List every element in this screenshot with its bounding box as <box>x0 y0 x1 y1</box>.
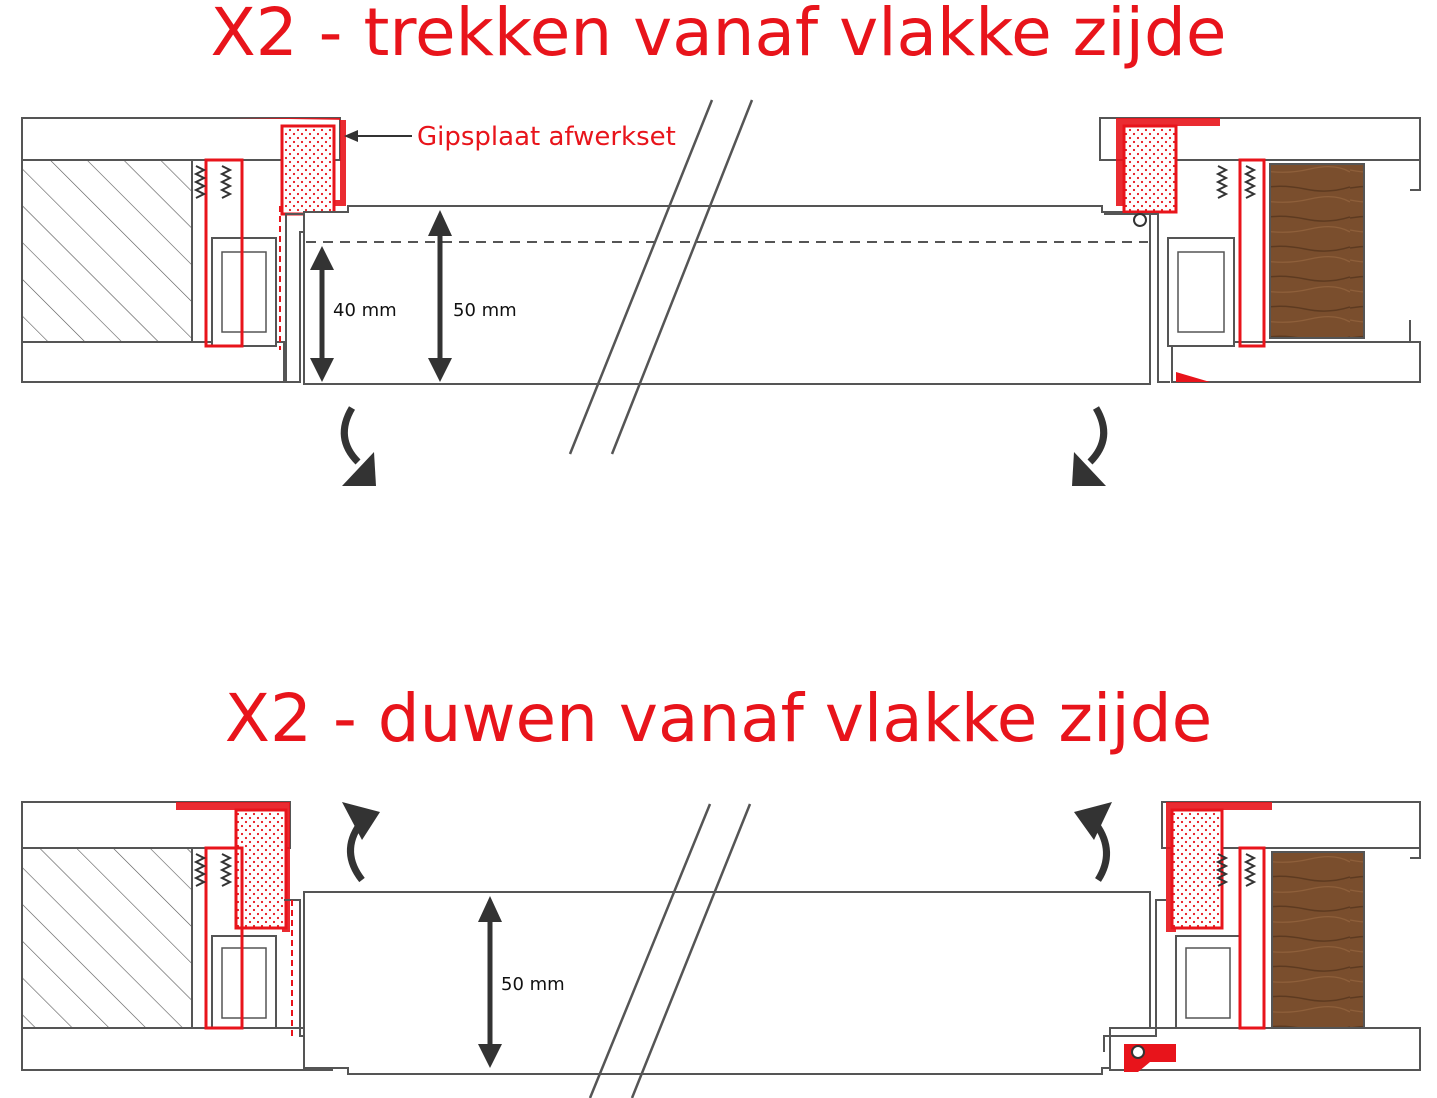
wood-jamb-bottom <box>1271 851 1365 1029</box>
right-frame-top <box>1099 117 1421 383</box>
diagram-top: Gipsplaat afwerkset 40 mm 50 mm <box>21 99 1421 486</box>
title-duwen: X2 - duwen vanaf vlakke zijde <box>224 680 1213 757</box>
dimension-50mm-top: 50 mm <box>428 210 517 382</box>
curved-arrow-down-left-icon <box>340 406 376 486</box>
label-50mm-top: 50 mm <box>453 300 517 321</box>
curved-arrow-up-left-icon <box>342 802 380 883</box>
gipsplaat-callout: Gipsplaat afwerkset <box>344 122 676 152</box>
break-line <box>588 803 712 1098</box>
title-trekken: X2 - trekken vanaf vlakke zijde <box>210 0 1227 71</box>
dimension-40mm: 40 mm <box>310 246 397 382</box>
break-line <box>610 99 754 455</box>
curved-arrow-up-right-icon <box>1074 802 1112 882</box>
door-leaf-bottom <box>303 891 1151 1075</box>
dimension-50mm-bottom: 50 mm <box>478 896 565 1068</box>
label-gipsplaat: Gipsplaat afwerkset <box>417 122 676 152</box>
break-line <box>568 99 714 455</box>
gypsum-board-right-top <box>1122 124 1178 214</box>
door-leaf-top <box>303 205 1151 385</box>
curved-arrow-down-right-icon <box>1072 406 1108 486</box>
diagram-bottom: 50 mm <box>21 801 1421 1098</box>
gypsum-board-left-top <box>280 124 336 216</box>
left-frame-bottom <box>21 801 345 1071</box>
label-50mm-bottom: 50 mm <box>501 974 565 995</box>
arrow-left-icon <box>344 130 358 142</box>
right-frame-bottom <box>1103 801 1421 1072</box>
gypsum-board-right-bottom <box>1170 808 1224 930</box>
left-frame-top <box>21 117 346 383</box>
gypsum-board-left-bottom <box>234 808 288 930</box>
wood-jamb-top <box>1269 163 1365 339</box>
break-line <box>630 803 752 1098</box>
label-40mm: 40 mm <box>333 300 397 321</box>
